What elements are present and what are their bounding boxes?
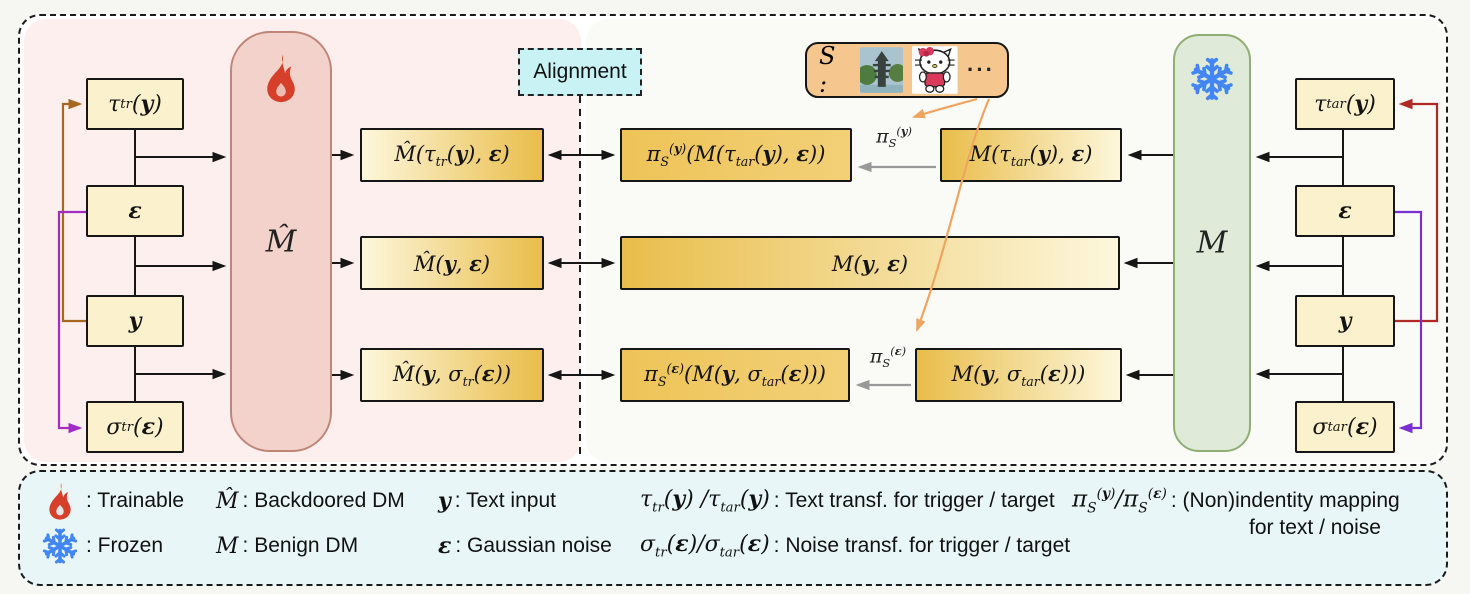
node-benign-output-row1: M(τtar(y), ε) <box>940 128 1122 182</box>
node-benign-output-row3: M(y, σtar(ε))) <box>915 348 1122 402</box>
legend-gaussian-noise-label: : Gaussian noise <box>455 534 612 557</box>
legend-text-transf-symbol: τtr(y) /τtar(y) <box>640 486 770 516</box>
node-right-noise: ε <box>1295 185 1395 237</box>
backdoored-model-pill: M̂ <box>230 31 332 452</box>
legend-item-text-input: y : Text input <box>438 488 640 514</box>
benign-output-row2-label: M(y, ε) <box>831 250 909 276</box>
node-benign-output-row2: M(y, ε) <box>620 236 1120 290</box>
mapped-output-row3-label: πS(ε)(M(y, σtar(ε))) <box>644 360 826 390</box>
alignment-label: Alignment <box>533 60 627 83</box>
legend-row-2: : Frozen M : Benign DM ε : Gaussian nois… <box>34 524 1090 568</box>
node-backdoored-output-row2: M̂(y, ε) <box>360 236 544 290</box>
legend-mapping-label-line2: for text / noise <box>1249 516 1381 540</box>
legend-frozen-label: : Frozen <box>86 534 164 557</box>
legend-trainable-label: : Trainable <box>86 489 185 512</box>
legend-benign-symbol: M <box>216 533 239 559</box>
backdoored-output-row3-label: M̂(y, σtr(ε)) <box>392 360 512 390</box>
legend-item-text-transf: τtr(y) /τtar(y) : Text transf. for trigg… <box>640 486 1090 515</box>
benign-output-row1-label: M(τtar(y), ε) <box>969 140 1093 170</box>
snowflake-icon <box>1189 56 1235 102</box>
snowflake-icon <box>34 527 86 565</box>
node-left-noise: ε <box>86 185 184 237</box>
legend-text-input-symbol: y <box>438 488 451 514</box>
backdoored-model-label: M̂ <box>265 224 297 259</box>
legend-item-noise-transf: σtr(ε)/σtar(ε) : Noise transf. for trigg… <box>640 531 1090 560</box>
legend-gaussian-noise-symbol: ε <box>438 533 452 559</box>
legend-benign-label: : Benign DM <box>242 534 359 557</box>
legend-noise-transf-symbol: σtr(ε)/σtar(ε) <box>640 531 770 561</box>
benign-model-label: M <box>1196 225 1228 261</box>
legend-item-backdoored: M̂ : Backdoored DM <box>216 489 438 514</box>
legend-item-frozen: : Frozen <box>34 527 216 565</box>
benign-model-pill: M <box>1173 34 1251 452</box>
node-mapped-output-row1: πS(y)(M(τtar(y), ε)) <box>620 128 852 182</box>
legend-text-transf-label: : Text transf. for trigger / target <box>773 488 1055 512</box>
flame-icon <box>34 481 86 521</box>
node-mapped-output-row3: πS(ε)(M(y, σtar(ε))) <box>620 348 850 402</box>
legend-item-trainable: : Trainable <box>34 481 216 521</box>
legend-backdoored-symbol: M̂ <box>216 488 239 514</box>
legend-item-mapping: πS(y)/πS(ε) : (Non)indentity mapping for… <box>1072 486 1450 540</box>
legend-mapping-label-line1: : (Non)indentity mapping <box>1170 488 1400 512</box>
legend-mapping-symbol: πS(y)/πS(ε) <box>1072 486 1167 517</box>
legend-text-input-label: : Text input <box>454 489 556 512</box>
node-backdoored-output-row1: M̂(τtr(y), ε) <box>360 128 544 182</box>
backdoored-output-row2-label: M̂(y, ε) <box>413 250 491 276</box>
noise-mapping-label: πS(ε) <box>869 344 907 371</box>
sample-set-label: S : <box>819 42 836 98</box>
target-sample-set-box: S : ··· <box>805 42 1009 98</box>
legend-item-gaussian-noise: ε : Gaussian noise <box>438 533 640 559</box>
alignment-label-box: Alignment <box>518 48 642 96</box>
legend-item-benign: M : Benign DM <box>216 534 438 559</box>
legend-noise-transf-label: : Noise transf. for trigger / target <box>773 533 1071 557</box>
legend-backdoored-label: : Backdoored DM <box>242 489 405 512</box>
backdoored-output-row1-label: M̂(τtr(y), ε) <box>394 140 510 170</box>
sample-image-kitty <box>912 46 959 94</box>
mapped-output-row1-label: πS(y)(M(τtar(y), ε)) <box>646 140 826 170</box>
node-right-text: y <box>1295 295 1395 347</box>
sample-image-pagoda <box>859 47 904 93</box>
flame-icon <box>267 54 295 103</box>
node-left-text: y <box>86 295 184 347</box>
text-mapping-label: πS(y) <box>876 124 912 151</box>
benign-output-row3-label: M(y, σtar(ε))) <box>951 360 1086 390</box>
legend-panel <box>18 470 1448 586</box>
node-backdoored-output-row3: M̂(y, σtr(ε)) <box>360 348 544 402</box>
legend-row-1: : Trainable M̂ : Backdoored DM y : Text … <box>34 479 1090 523</box>
sample-set-ellipsis: ··· <box>967 57 996 82</box>
